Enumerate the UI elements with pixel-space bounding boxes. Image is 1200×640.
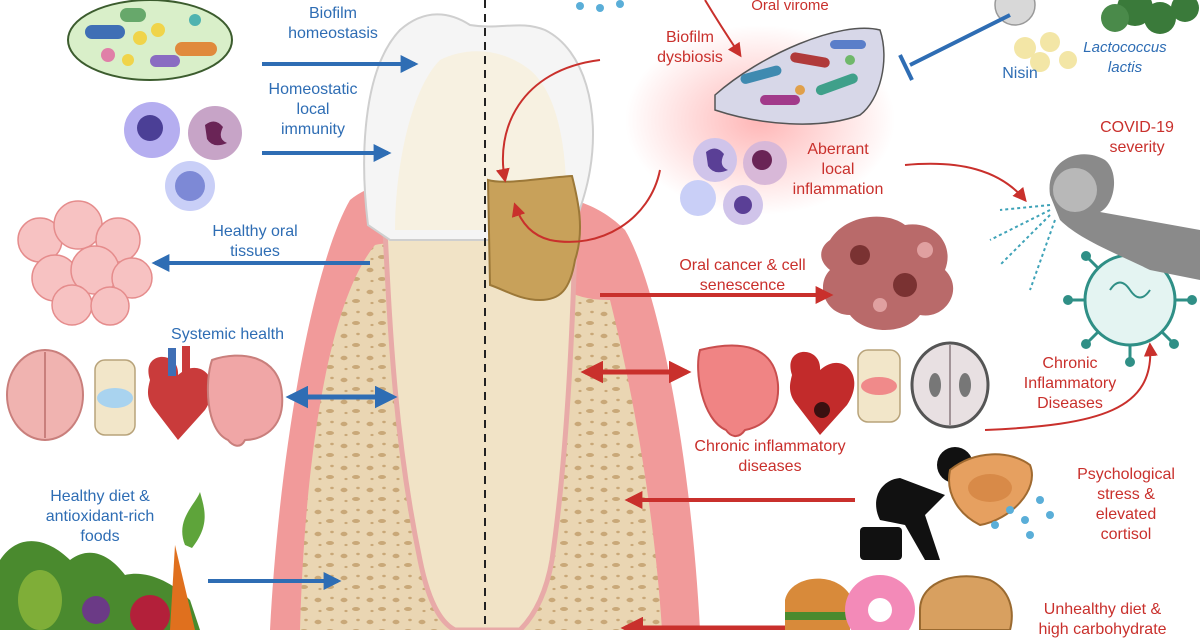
epithelial-cells-icon: [17, 200, 153, 326]
arrow-covid: [904, 162, 1027, 203]
label-biofilm-homeostasis: Biofilm homeostasis: [288, 5, 378, 42]
label-chronic-inflammatory-right: Chronic Inflammatory Diseases: [1023, 355, 1117, 412]
label-nisin: Nisin: [1002, 65, 1038, 82]
stressed-person-icon: [860, 447, 1054, 560]
label-unhealthy-diet: Unhealthy diet & high carbohydrate: [1038, 601, 1167, 638]
label-oral-cancer: Oral cancer & cell senescence: [679, 257, 806, 294]
label-psych-stress: Psychological stress & elevated cortisol: [1077, 466, 1175, 543]
label-lactococcus-lactis: Lactococcus lactis: [1083, 39, 1167, 76]
organs-icon: [6, 346, 284, 447]
lactococcus-icon: [994, 0, 1199, 72]
arrow-oral-virome: [704, 0, 742, 58]
junk-food-icon: [785, 575, 1013, 630]
dysbiotic-biofilm-icon: [714, 27, 885, 125]
label-healthy-diet: Healthy diet & antioxidant-rich foods: [45, 488, 155, 545]
diseased-organs-icon: [697, 341, 990, 437]
label-systemic-health: Systemic health: [171, 326, 284, 343]
bacteria-cluster-icon: [67, 0, 233, 81]
tumor-icon: [821, 216, 954, 330]
coughing-person-icon: [989, 154, 1200, 291]
label-biofilm-dysbiosis: Biofilm dysbiosis: [657, 29, 723, 66]
label-aberrant-inflammation: Aberrant local inflammation: [792, 141, 884, 198]
vegetables-icon: [0, 492, 205, 630]
immune-cells-icon: [124, 102, 242, 211]
nisin-inhibition-line: [909, 13, 1011, 67]
label-oral-virome: Oral virome: [751, 0, 829, 14]
inflamed-immune-cells-icon: [680, 138, 787, 225]
plaque-calculus: [486, 174, 581, 302]
label-healthy-oral-tissues: Healthy oral tissues: [212, 223, 298, 260]
label-covid-severity: COVID-19 severity: [1100, 119, 1174, 156]
virus-icon: [1063, 233, 1197, 367]
label-homeostatic-immunity: Homeostatic local immunity: [268, 81, 358, 138]
arrow-chronic-inflammatory-loop: [984, 342, 1158, 431]
virome-particles-icon: [576, 0, 624, 12]
label-chronic-inflammatory-center: Chronic inflammatory diseases: [694, 438, 846, 475]
